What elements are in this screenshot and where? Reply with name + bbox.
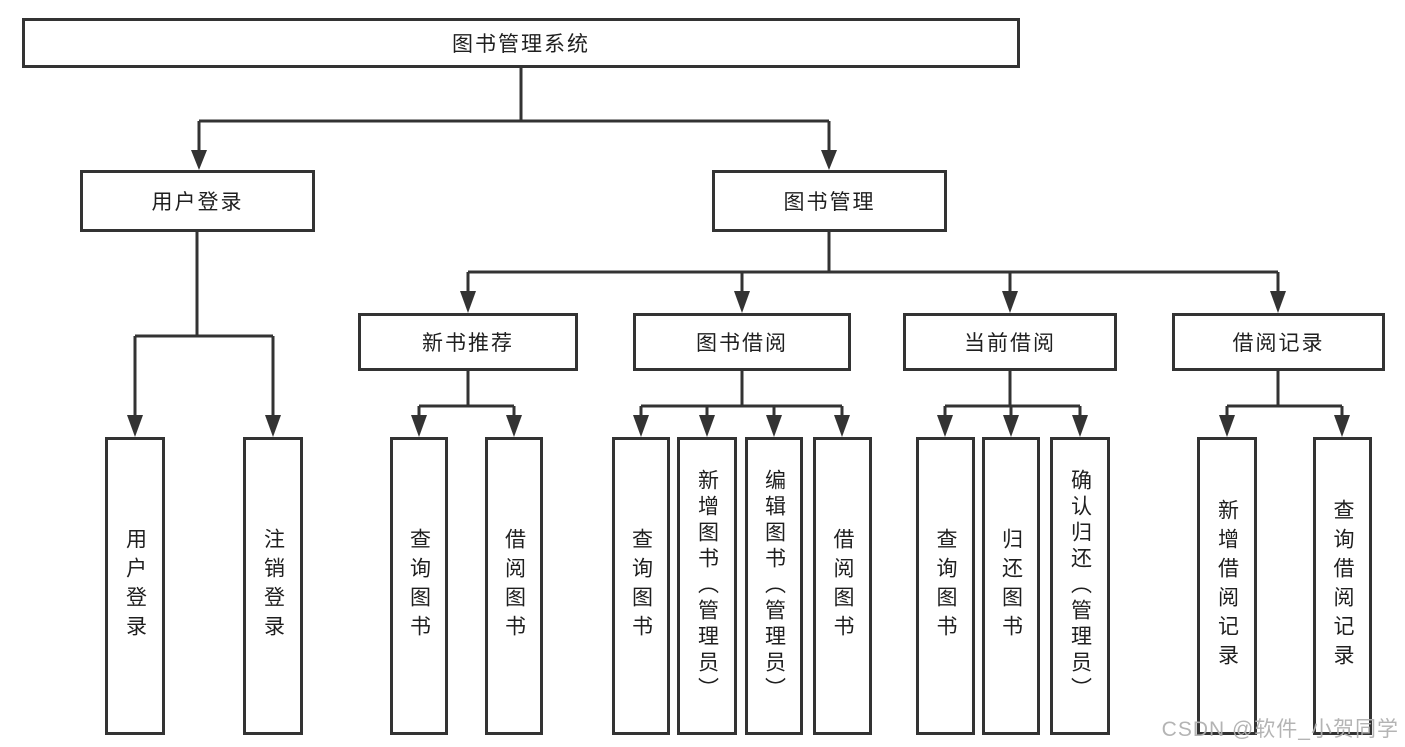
node-current-query-books: 查询图书 xyxy=(916,437,975,735)
node-root: 图书管理系统 xyxy=(22,18,1020,68)
node-book-management: 图书管理 xyxy=(712,170,947,232)
node-label: 注销登录 xyxy=(261,528,285,644)
node-current-confirm-return: 确认归还（管理员） xyxy=(1050,437,1110,735)
node-borrowing-records: 借阅记录 xyxy=(1172,313,1385,371)
node-label: 查询图书 xyxy=(407,528,431,644)
node-borrowing-edit-books: 编辑图书（管理员） xyxy=(745,437,803,735)
node-new-book-recommend: 新书推荐 xyxy=(358,313,578,371)
node-borrowing-query-books: 查询图书 xyxy=(612,437,670,735)
arrowheads xyxy=(127,150,1350,437)
node-label: 编辑图书（管理员） xyxy=(762,469,786,703)
node-label: 查询图书 xyxy=(934,528,957,644)
node-user-login-leaf: 用户登录 xyxy=(105,437,165,735)
csdn-watermark: CSDN @软件_小贺同学 xyxy=(1161,718,1399,741)
node-borrowing-add-books: 新增图书（管理员） xyxy=(677,437,737,735)
node-recommend-borrow-books: 借阅图书 xyxy=(485,437,543,735)
node-user-login: 用户登录 xyxy=(80,170,315,232)
node-current-return-books: 归还图书 xyxy=(982,437,1040,735)
node-book-borrowing: 图书借阅 xyxy=(633,313,851,371)
node-records-query-record: 查询借阅记录 xyxy=(1313,437,1372,735)
node-label: 新增借阅记录 xyxy=(1215,499,1239,673)
node-logout-leaf: 注销登录 xyxy=(243,437,303,735)
node-label: 查询图书 xyxy=(629,528,653,644)
node-label: 查询借阅记录 xyxy=(1331,499,1354,673)
node-label: 借阅图书 xyxy=(831,528,854,644)
node-label: 用户登录 xyxy=(123,528,147,644)
node-records-add-record: 新增借阅记录 xyxy=(1197,437,1257,735)
node-label: 确认归还（管理员） xyxy=(1068,469,1092,703)
node-label: 借阅图书 xyxy=(502,528,526,644)
node-current-borrowing: 当前借阅 xyxy=(903,313,1117,371)
node-label: 归还图书 xyxy=(999,528,1023,644)
node-label: 新增图书（管理员） xyxy=(695,469,719,703)
node-borrowing-borrow-books: 借阅图书 xyxy=(813,437,872,735)
node-recommend-query-books: 查询图书 xyxy=(390,437,448,735)
